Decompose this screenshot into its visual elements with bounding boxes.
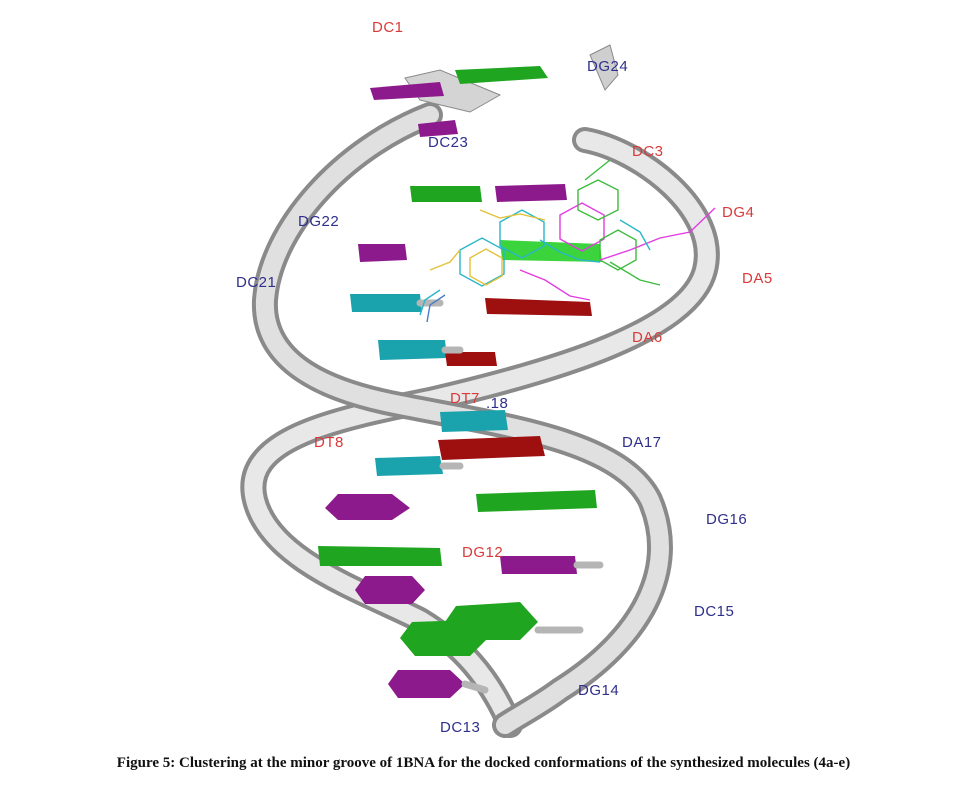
label-dg22: DG22 xyxy=(298,213,339,230)
base-thymine xyxy=(440,410,508,432)
base-guanine xyxy=(476,490,597,512)
base-cytosine xyxy=(355,576,425,604)
base-cytosine xyxy=(418,120,458,137)
base-cytosine xyxy=(325,494,410,520)
base-adenine xyxy=(485,298,592,316)
base-guanine xyxy=(318,546,442,566)
label-t18-partial: .18 xyxy=(486,395,508,412)
backbone-top-right-fragment xyxy=(589,44,619,91)
base-adenine xyxy=(438,436,545,460)
label-dc21: DC21 xyxy=(236,274,276,291)
base-guanine xyxy=(500,240,602,262)
label-dg16: DG16 xyxy=(706,511,747,528)
label-dc3: DC3 xyxy=(632,143,664,160)
label-da5: DA5 xyxy=(742,270,773,287)
base-guanine xyxy=(455,66,548,84)
base-thymine xyxy=(378,340,447,360)
base-guanine xyxy=(400,620,488,656)
label-da17: DA17 xyxy=(622,434,662,451)
label-dt7: DT7 xyxy=(450,390,480,407)
base-cytosine xyxy=(388,670,465,698)
label-dc1: DC1 xyxy=(372,19,404,36)
base-cytosine xyxy=(500,556,577,574)
label-dg14: DG14 xyxy=(578,682,619,699)
label-dg24: DG24 xyxy=(587,58,628,75)
dna-helix-diagram: DC1 DG24 DC23 DC3 DG22 DG4 DC21 DA5 DA6 … xyxy=(236,19,773,738)
ligand-cluster xyxy=(419,159,716,323)
base-cytosine xyxy=(370,82,444,100)
figure-caption: Figure 5: Clustering at the minor groove… xyxy=(116,755,851,771)
base-guanine xyxy=(410,186,482,202)
label-dt8: DT8 xyxy=(314,434,344,451)
label-dc15: DC15 xyxy=(694,603,734,620)
base-cytosine xyxy=(358,244,407,262)
base-thymine xyxy=(375,456,443,476)
label-dc13: DC13 xyxy=(440,719,480,736)
base-adenine xyxy=(445,352,497,366)
label-dc23: DC23 xyxy=(428,134,468,151)
label-da6: DA6 xyxy=(632,329,663,346)
backbone-strand-front-highlight xyxy=(244,131,716,734)
label-dg4: DG4 xyxy=(722,204,754,221)
base-thymine xyxy=(350,294,422,312)
base-cytosine xyxy=(495,184,567,202)
label-dg12: DG12 xyxy=(462,544,503,561)
